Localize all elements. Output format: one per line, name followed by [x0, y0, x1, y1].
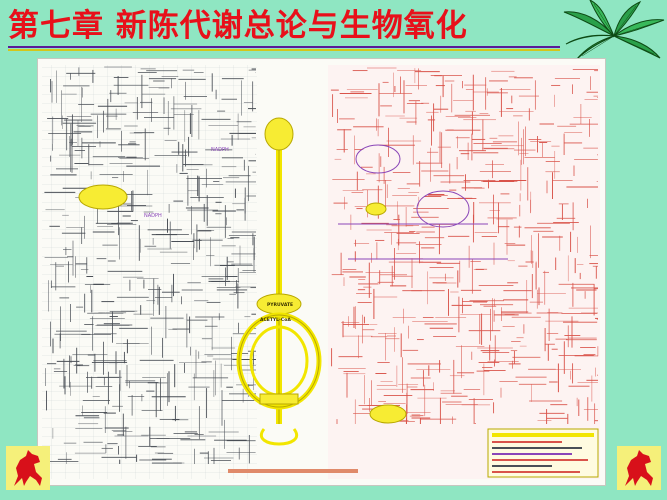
side-yellow-node: [78, 184, 128, 210]
right-pathway-network: [330, 67, 599, 424]
title-underline-accent: [8, 49, 560, 51]
nadph-label: NADPH: [211, 147, 229, 153]
red-horse-icon: [6, 446, 50, 490]
left-pathway-region: [42, 65, 257, 479]
red-horse-icon: [617, 446, 661, 490]
slide-title: 第七章 新陈代谢总论与生物氧化: [8, 8, 468, 44]
pyruvate-label: PYRUVATE: [267, 302, 293, 308]
pathway-diagram: NADPH NADPH PYRUVATE ACETYL-CoA: [42, 65, 600, 479]
chart-footer-bar: [228, 469, 358, 473]
central-pathway: [78, 117, 407, 446]
purple-pathway-cycles: [338, 144, 508, 260]
left-pathway-network: [44, 66, 256, 464]
side-yellow-node: [369, 404, 407, 424]
side-yellow-node: [365, 202, 387, 216]
metabolic-pathway-chart: NADPH NADPH PYRUVATE ACETYL-CoA: [37, 58, 606, 486]
acetyl-coa-label: ACETYL-CoA: [260, 317, 291, 323]
palm-leaf-icon: [563, 0, 665, 61]
nadph-label: NADPH: [144, 213, 162, 219]
title-underline: [8, 46, 560, 48]
chart-legend-box: [487, 428, 599, 478]
